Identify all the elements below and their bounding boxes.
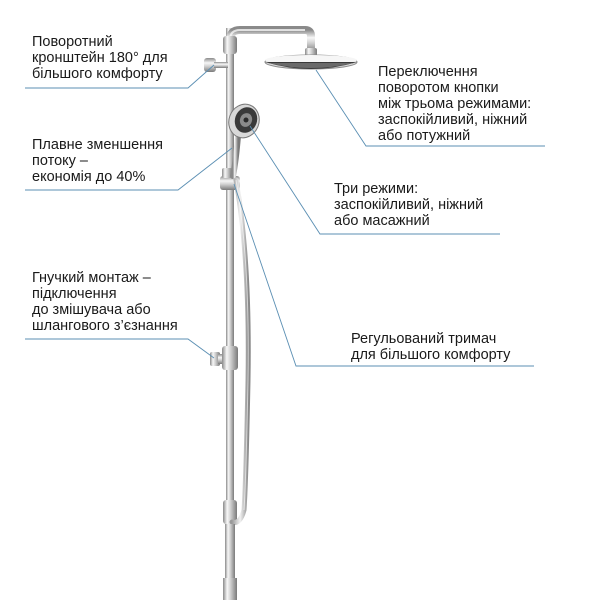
callout-line: Регульований тримач <box>351 331 497 347</box>
callout-line: потоку – <box>32 153 88 169</box>
leader-modes-switch <box>315 69 545 147</box>
callout-line: між трьома режимами: <box>378 96 532 112</box>
supply-pipe <box>223 524 237 600</box>
callout-line: Гнучкий монтаж – <box>32 270 151 286</box>
leader-bracket <box>25 64 215 89</box>
hand-shower <box>228 103 260 179</box>
callout-line: до змішувача або <box>32 302 151 318</box>
callout-three-modes: Три режими: заспокійливий, ніжний або ма… <box>334 181 483 229</box>
flexible-hose <box>229 177 251 525</box>
callout-adjustable-holder: Регульований тримач для більшого комфорт… <box>351 331 510 363</box>
leader-holder <box>233 183 534 367</box>
callout-line: економія до 40% <box>32 169 146 185</box>
callout-line: кронштейн 180° для <box>32 50 168 66</box>
leader-lines <box>25 64 545 367</box>
overhead-arm <box>223 26 315 56</box>
leader-three-modes <box>249 125 500 235</box>
callout-line: Переключення <box>378 64 478 80</box>
callout-line: поворотом кнопки <box>378 80 499 96</box>
riser-pipe <box>223 28 237 526</box>
head-shower <box>264 48 358 70</box>
callout-flow-reduction: Плавне зменшення потоку – економія до 40… <box>32 137 163 185</box>
callout-line: підключення <box>32 286 117 302</box>
callout-flexible-mounting: Гнучкий монтаж – підключення до змішувач… <box>32 270 178 334</box>
callout-modes-switch: Переключення поворотом кнопки між трьома… <box>378 64 531 144</box>
callout-line: Плавне зменшення <box>32 137 164 153</box>
callout-line: Три режими: <box>334 181 419 197</box>
callout-line: заспокійливий, ніжний <box>334 197 484 213</box>
callout-line: Поворотний <box>32 34 113 50</box>
wall-bracket <box>204 58 228 72</box>
callout-line: або потужний <box>378 128 471 144</box>
callout-rotating-bracket: Поворотний кронштейн 180° для більшого к… <box>32 34 168 82</box>
callout-line: для більшого комфорту <box>351 347 511 363</box>
callout-line: більшого комфорту <box>32 66 163 82</box>
callout-line: заспокійливий, ніжний <box>378 112 528 128</box>
leader-flow <box>25 147 233 191</box>
leader-mounting <box>25 338 215 359</box>
lower-holder <box>210 346 238 370</box>
callout-line: шлангового з’єзнання <box>32 318 178 334</box>
callout-line: або масажний <box>334 213 430 229</box>
